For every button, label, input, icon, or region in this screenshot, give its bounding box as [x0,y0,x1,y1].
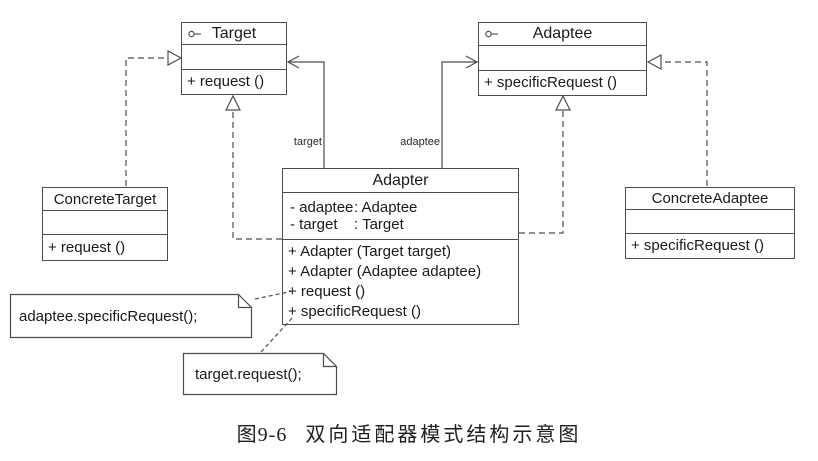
class-header-concrete-adaptee: ConcreteAdaptee [626,188,794,210]
realization-triangle-icon [167,49,183,67]
attributes-compartment [626,210,794,234]
class-name: ConcreteTarget [53,190,157,208]
attribute: - adaptee : Adaptee [290,199,418,216]
realization-triangle-icon [225,94,241,111]
interface-icon [485,30,499,38]
attributes-compartment [43,211,167,235]
class-header-adaptee: Adaptee [479,23,646,46]
method: + Adapter (Target target) [288,243,452,260]
methods-compartment: + specificRequest () [479,71,646,95]
association-label-adaptee: adaptee [400,136,440,148]
method: + request () [288,283,366,300]
association-line-adapter-adaptee [441,61,477,168]
method: + specificRequest () [288,303,421,320]
interface-icon [188,30,202,38]
method: + specificRequest () [484,74,617,91]
realization-line-concretetarget-target [125,57,168,186]
realization-line-concreteadaptee-adaptee [661,61,708,186]
method: + request () [187,73,265,90]
method: + specificRequest () [631,237,764,254]
attributes-compartment [182,45,286,70]
figure-title: 双向适配器模式结构示意图 [305,424,582,446]
open-arrow-icon [465,55,479,69]
realization-triangle-icon [555,94,571,111]
association-line-adapter-target [288,61,325,168]
class-box-adaptee: Adaptee + specificRequest () [478,22,647,96]
open-arrow-icon [286,55,300,69]
figure-caption: 图9-6 双向适配器模式结构示意图 [0,418,818,447]
class-box-target: Target + request () [181,22,287,95]
realization-line-adapter-adaptee [519,110,564,234]
association-label-target: target [293,136,322,148]
class-box-concrete-target: ConcreteTarget + request () [42,187,168,261]
realization-triangle-icon [646,53,662,71]
realization-line-adapter-target [232,110,282,240]
class-box-concrete-adaptee: ConcreteAdaptee + specificRequest () [625,187,795,259]
figure-number: 图9-6 [236,424,288,446]
methods-compartment: + request () [182,70,286,94]
method: + request () [48,238,126,256]
class-name: Target [211,24,257,42]
class-name: Adapter [372,171,429,189]
class-name: Adaptee [532,25,593,42]
class-header-adapter: Adapter [283,169,518,193]
methods-compartment: + Adapter (Target target) + Adapter (Ada… [283,240,518,324]
class-header-concrete-target: ConcreteTarget [43,188,167,211]
class-box-adapter: Adapter - adaptee : Adaptee - target : T… [282,168,519,325]
methods-compartment: + request () [43,235,167,260]
method: + Adapter (Adaptee adaptee) [288,263,482,280]
note-text-target-request: target.request(); [195,365,302,383]
class-name: ConcreteAdaptee [651,190,769,207]
attribute: - target : Target [290,216,404,233]
note-text-adaptee-specific-request: adaptee.specificRequest(); [19,307,198,325]
attributes-compartment [479,46,646,71]
class-header-target: Target [182,23,286,45]
attributes-compartment: - adaptee : Adaptee - target : Target [283,193,518,240]
methods-compartment: + specificRequest () [626,234,794,258]
